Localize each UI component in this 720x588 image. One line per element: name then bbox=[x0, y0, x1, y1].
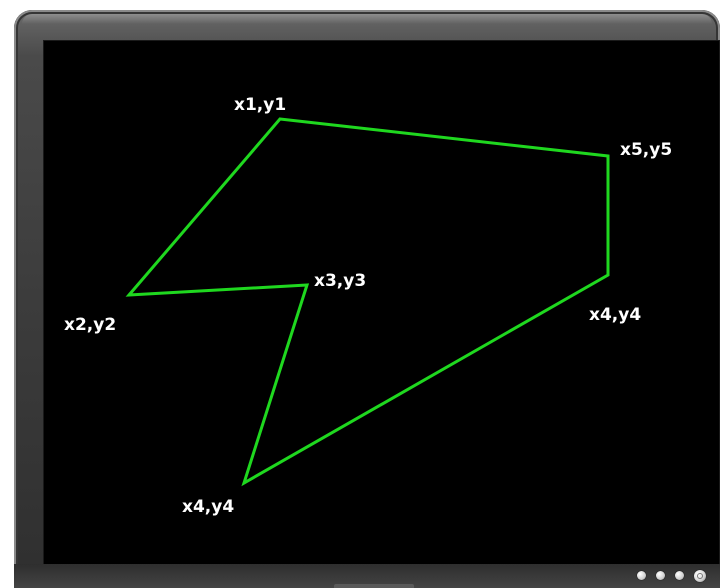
menu-button[interactable] bbox=[637, 571, 646, 580]
monitor-bottom-bar bbox=[14, 564, 720, 588]
vertex-label-x3y3: x3,y3 bbox=[314, 271, 366, 291]
up-button[interactable] bbox=[675, 571, 684, 580]
monitor-frame bbox=[14, 10, 720, 588]
vertex-label-x2y2: x2,y2 bbox=[64, 315, 116, 335]
monitor-buttons bbox=[637, 570, 706, 582]
power-button[interactable] bbox=[694, 570, 706, 582]
vertex-label-x4y4-right: x4,y4 bbox=[589, 305, 641, 325]
bezel-highlight bbox=[22, 14, 712, 24]
down-button[interactable] bbox=[656, 571, 665, 580]
vertex-label-x5y5: x5,y5 bbox=[620, 140, 672, 160]
vertex-label-x4y4-bottom: x4,y4 bbox=[182, 497, 234, 517]
monitor-screen bbox=[43, 40, 720, 570]
stand-notch bbox=[334, 584, 414, 588]
vertex-label-x1y1: x1,y1 bbox=[234, 95, 286, 115]
polygon-outline bbox=[125, 117, 610, 487]
